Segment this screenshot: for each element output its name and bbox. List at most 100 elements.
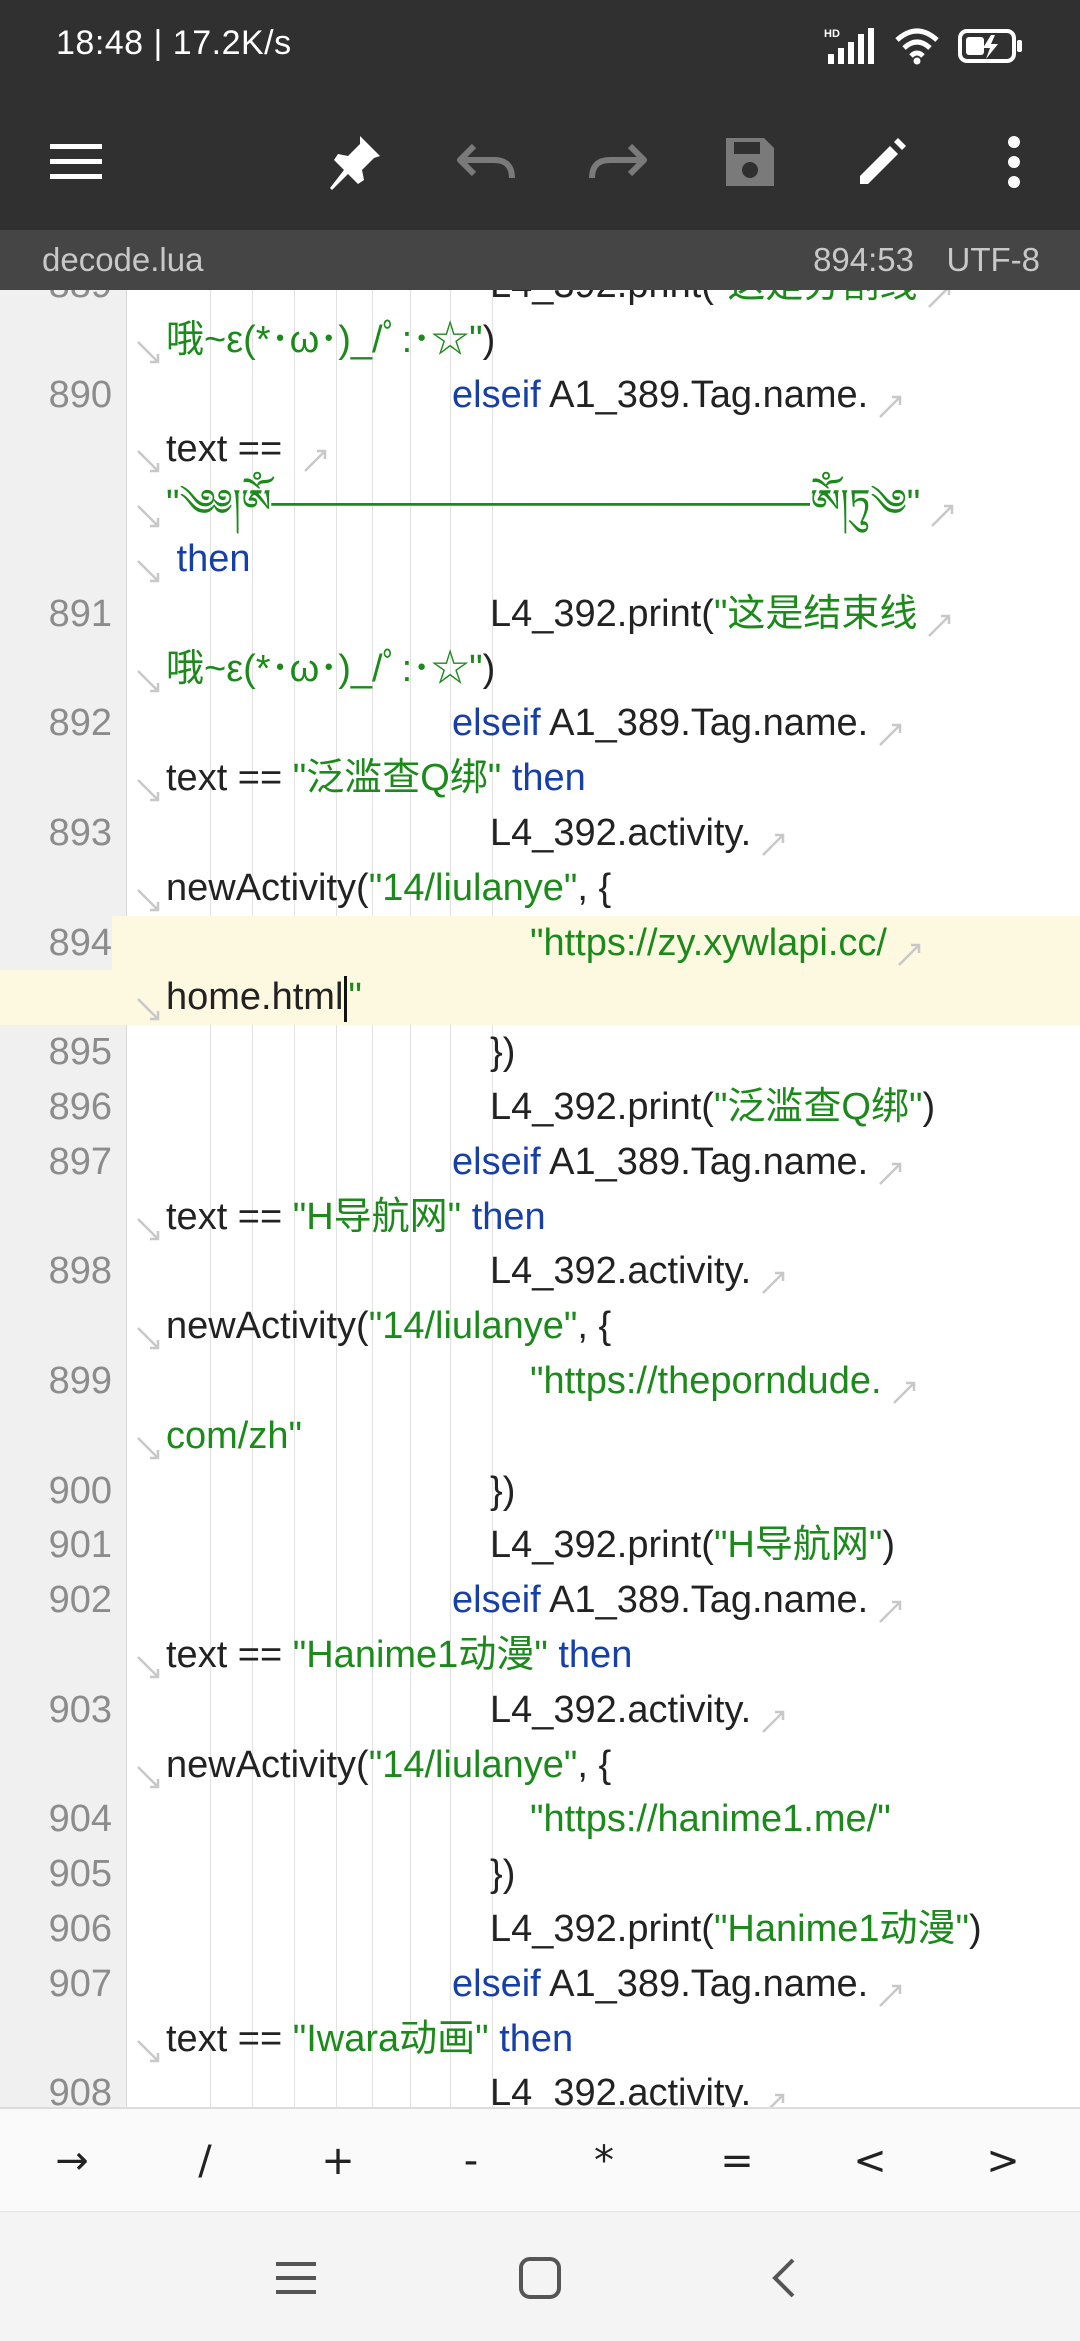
line-number: 903 [48, 1688, 112, 1731]
line-number: 904 [48, 1798, 112, 1841]
string-token: "泛滥查Q绑" [292, 757, 502, 800]
line-number: 894 [0, 915, 112, 971]
undo-icon[interactable] [450, 126, 522, 198]
symbol-key[interactable]: * [594, 2138, 614, 2184]
edit-icon[interactable] [846, 126, 918, 198]
code-lines: 889L4_392.print("这是分割线哦~ε(*･ω･)_/ﾟ:･☆")8… [0, 290, 1080, 2107]
code-line[interactable]: 900}) [0, 1464, 1080, 1519]
symbol-key[interactable]: < [853, 2138, 887, 2184]
code-text: }) [490, 1847, 515, 1902]
string-token: "这是分割线 [714, 290, 918, 306]
pin-icon[interactable] [318, 126, 390, 198]
symbol-key[interactable]: → [55, 2138, 89, 2184]
save-icon[interactable] [714, 126, 786, 198]
code-line[interactable]: 905}) [0, 1847, 1080, 1902]
code-line[interactable]: text == "泛滥查Q绑" then [0, 751, 1080, 806]
back-icon[interactable] [754, 2248, 814, 2308]
code-line[interactable]: text == "Hanime1动漫" then [0, 1628, 1080, 1683]
code-line[interactable]: 哦~ε(*･ω･)_/ﾟ:･☆") [0, 313, 1080, 368]
code-token: A1_389.Tag.name. [540, 373, 869, 416]
line-number: 902 [48, 1579, 112, 1622]
navigation-bar [0, 2211, 1080, 2341]
line-number: 893 [48, 811, 112, 854]
more-vert-icon[interactable] [978, 126, 1050, 198]
recents-icon[interactable] [266, 2248, 326, 2308]
symbol-key[interactable]: / [198, 2138, 212, 2184]
code-text: "https://theporndude. [530, 1354, 882, 1409]
wrap-continue-icon [134, 1204, 162, 1240]
string-token: 哦~ε(*･ω･)_/ﾟ:･☆" [166, 647, 483, 690]
status-icons: HD [824, 26, 1024, 70]
code-text: "༄༅།ཨོཾ────────────────────ཨོཾ།ཏུ༄" [166, 477, 920, 532]
symbol-key[interactable]: > [986, 2138, 1020, 2184]
code-line[interactable]: 902 elseif A1_389.Tag.name. [0, 1573, 1080, 1628]
code-line[interactable]: 哦~ε(*･ω･)_/ﾟ:･☆") [0, 642, 1080, 697]
code-text: L4_392.print("这是分割线 [490, 290, 917, 313]
keyword-token: then [461, 1195, 546, 1238]
menu-icon[interactable] [40, 126, 112, 198]
code-token: A1_389.Tag.name. [540, 1579, 869, 1622]
code-line[interactable]: 895}) [0, 1025, 1080, 1080]
redo-icon[interactable] [582, 126, 654, 198]
code-text: text == "泛滥查Q绑" then [166, 751, 586, 806]
file-encoding[interactable]: UTF-8 [946, 241, 1041, 278]
line-number: 899 [48, 1359, 112, 1402]
code-token: newActivity( [166, 1305, 369, 1348]
code-line[interactable]: text == "Iwara动画" then [0, 2012, 1080, 2067]
code-line[interactable]: text == "H导航网" then [0, 1190, 1080, 1245]
code-line[interactable]: newActivity("14/liulanye", { [0, 861, 1080, 916]
network-badge: HD [824, 28, 840, 40]
cursor-position: 894:53 [813, 241, 914, 278]
line-number: 897 [48, 1140, 112, 1183]
code-token: text == [166, 757, 293, 800]
code-token: L4_392.print( [490, 592, 714, 635]
code-text: elseif A1_389.Tag.name. [452, 1573, 868, 1628]
home-icon[interactable] [510, 2248, 570, 2308]
code-token: L4_392.activity. [490, 2072, 752, 2107]
keyword-token: then [488, 2017, 574, 2060]
string-token: "https://theporndude. [530, 1359, 882, 1402]
code-editor[interactable]: 889L4_392.print("这是分割线哦~ε(*･ω･)_/ﾟ:･☆")8… [0, 290, 1080, 2107]
string-token: "https://zy.xywlapi.cc/ [530, 921, 887, 964]
code-token: ) [882, 1524, 896, 1567]
code-line[interactable]: newActivity("14/liulanye", { [0, 1738, 1080, 1793]
code-line[interactable]: 894 "https://zy.xywlapi.cc/ [0, 915, 1080, 971]
code-line[interactable]: 889L4_392.print("这是分割线 [0, 290, 1080, 313]
wrap-continue-icon [134, 1642, 162, 1679]
string-token: "14/liulanye" [368, 1305, 578, 1348]
line-number: 891 [48, 592, 112, 635]
code-text: L4_392.print("泛滥查Q绑") [490, 1080, 935, 1135]
keyword-token: elseif [452, 373, 541, 416]
wrap-arrow-icon [876, 710, 904, 747]
code-line[interactable]: home.html" [0, 970, 1080, 1026]
string-token: com/zh" [166, 1414, 302, 1457]
line-number: 905 [48, 1853, 112, 1896]
code-line[interactable]: text == [0, 422, 1080, 477]
wrap-arrow-icon [759, 2080, 787, 2107]
symbol-key[interactable]: - [463, 2138, 479, 2184]
code-line[interactable]: 904"https://hanime1.me/" [0, 1792, 1080, 1847]
wifi-icon [894, 27, 940, 70]
code-line[interactable]: com/zh" [0, 1409, 1080, 1464]
code-line[interactable]: 899 "https://theporndude. [0, 1354, 1080, 1409]
symbol-key[interactable]: + [321, 2138, 355, 2184]
code-line[interactable]: newActivity("14/liulanye", { [0, 1299, 1080, 1354]
code-text: 哦~ε(*･ω･)_/ﾟ:･☆") [166, 642, 495, 697]
code-token: ) [482, 647, 496, 690]
code-line[interactable]: "༄༅།ཨོཾ────────────────────ཨོཾ།ཏུ༄" [0, 477, 1080, 532]
code-text: com/zh" [166, 1409, 302, 1464]
code-line[interactable]: then [0, 532, 1080, 587]
symbol-key[interactable]: = [720, 2138, 754, 2184]
